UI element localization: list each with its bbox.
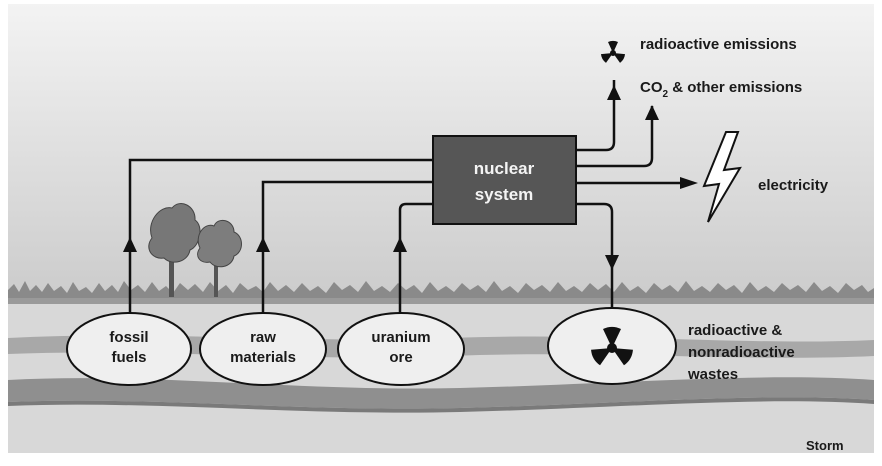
- fossil-fuels-line1: fossil: [109, 329, 148, 346]
- arrow-uranium: [393, 237, 407, 252]
- input-uranium-ore: uranium ore: [337, 312, 465, 386]
- flow-raw-materials: [261, 180, 434, 318]
- radioactive-emissions-label: radioactive emissions: [640, 36, 797, 53]
- arrow-electricity: [680, 177, 698, 189]
- nuclear-system-line2: system: [475, 185, 534, 204]
- arrow-fossil: [123, 237, 137, 252]
- flow-radioactive-emissions: [576, 80, 616, 152]
- waste-label: radioactive & nonradioactive wastes: [687, 322, 795, 383]
- radiation-icon-small: [600, 40, 626, 63]
- nuclear-system-line1: nuclear: [474, 159, 535, 178]
- arrow-co2: [645, 105, 659, 120]
- flow-uranium-ore: [398, 202, 434, 318]
- radioactive-emissions: radioactive emissions: [600, 36, 797, 63]
- flow-waste: [576, 202, 614, 312]
- waste-label-line1: radioactive &: [688, 322, 782, 339]
- flow-lines: [128, 80, 694, 318]
- raw-materials-line1: raw: [250, 329, 276, 346]
- waste-container: [547, 307, 677, 385]
- uranium-ore-line2: ore: [389, 349, 412, 366]
- co2-emissions-label: CO2 & other emissions: [640, 79, 802, 100]
- flow-fossil-fuels: [128, 158, 434, 318]
- arrow-radioactive: [607, 85, 621, 100]
- trees-illustration: [148, 203, 242, 297]
- waste-label-line3: wastes: [687, 366, 738, 383]
- arrowheads: [123, 85, 698, 270]
- arrow-waste: [605, 255, 619, 270]
- radiation-icon: [591, 326, 633, 366]
- credit-label: Storm: [806, 438, 844, 453]
- uranium-ore-line1: uranium: [371, 329, 430, 346]
- fossil-fuels-line2: fuels: [111, 349, 146, 366]
- electricity-label: electricity: [758, 177, 829, 194]
- nuclear-system-box: nuclear system: [432, 135, 577, 225]
- waste-label-line2: nonradioactive: [688, 344, 795, 361]
- electricity-output: electricity: [702, 131, 829, 223]
- co2-emissions: CO2 & other emissions: [640, 79, 802, 100]
- input-raw-materials: raw materials: [199, 312, 327, 386]
- raw-materials-line2: materials: [230, 349, 296, 366]
- arrow-raw: [256, 237, 270, 252]
- flow-co2-emissions: [576, 106, 654, 168]
- lightning-bolt-icon: [702, 131, 742, 223]
- input-fossil-fuels: fossil fuels: [66, 312, 192, 386]
